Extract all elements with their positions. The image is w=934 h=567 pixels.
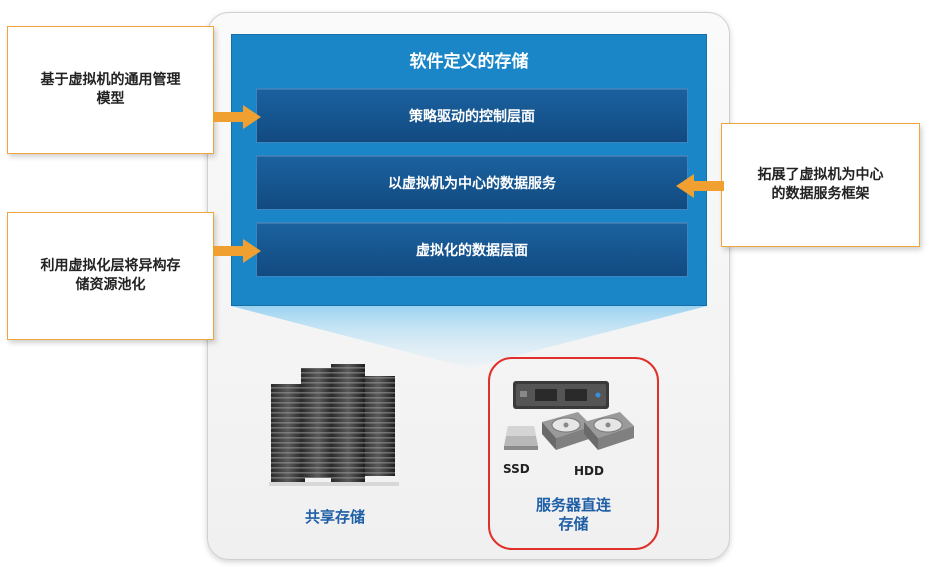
hdd-label: HDD (574, 464, 604, 478)
server-chassis-icon (513, 381, 609, 409)
arrow-left-icon (676, 174, 724, 198)
ssd-icon (504, 426, 538, 450)
direct-attached-storage-label: 服务器直连 存储 (535, 496, 611, 533)
shared-storage-label: 共享存储 (304, 508, 365, 526)
callout-data-services-framework: 拓展了虚拟机为中心 的数据服务框架 (721, 123, 920, 247)
callout-resource-pooling: 利用虚拟化层将异构存 储资源池化 (7, 212, 214, 340)
hdd-icon (584, 412, 634, 450)
callout-unified-management: 基于虚拟机的通用管理 模型 (7, 26, 214, 154)
callout-unified-management-text: 基于虚拟机的通用管理 模型 (40, 72, 181, 107)
shared-storage-servers-icon (269, 364, 399, 486)
arrow-right-icon (213, 105, 261, 129)
callout-data-services-framework-text: 拓展了虚拟机为中心 的数据服务框架 (757, 167, 884, 202)
policy-control-layer: 策略驱动的控制层面 (256, 88, 688, 143)
hdd-icon (542, 412, 592, 450)
funnel-gradient (231, 306, 707, 368)
software-defined-storage-box: 软件定义的存储 策略驱动的控制层面 以虚拟机为中心的数据服务 虚拟化的数据层面 (231, 34, 707, 306)
ssd-label: SSD (503, 462, 530, 476)
sds-title: 软件定义的存储 (409, 52, 529, 72)
callout-resource-pooling-text: 利用虚拟化层将异构存 储资源池化 (40, 258, 181, 293)
das-outline (488, 357, 659, 550)
virtualized-data-layer: 虚拟化的数据层面 (256, 222, 688, 277)
vm-data-services-layer: 以虚拟机为中心的数据服务 (256, 155, 688, 210)
arrow-right-icon (213, 239, 261, 263)
